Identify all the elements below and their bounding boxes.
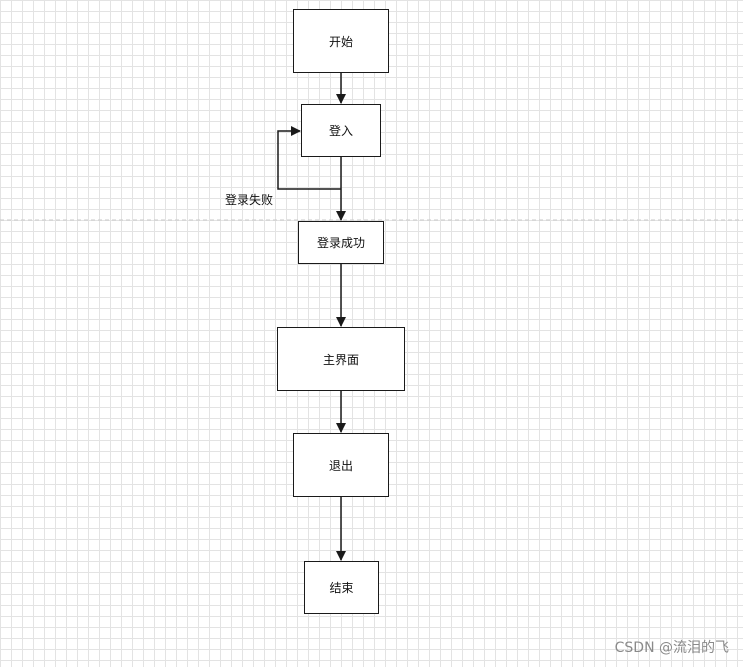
node-logout: 退出 [293,433,389,497]
node-main-screen: 主界面 [277,327,405,391]
node-end: 结束 [304,561,379,614]
node-logout-label: 退出 [328,458,353,473]
node-main-screen-label: 主界面 [322,352,359,367]
node-login-success: 登录成功 [298,221,384,264]
edge-label-login-failed: 登录失败 [225,193,274,207]
node-login-label: 登入 [328,124,353,138]
edge-login-failed-loop [277,126,341,190]
node-start: 开始 [293,9,389,73]
node-login: 登入 [301,104,381,157]
node-end-label: 结束 [329,581,354,595]
watermark-text: CSDN @流泪的飞 [614,640,729,656]
node-start-label: 开始 [328,34,353,49]
node-login-success-label: 登录成功 [316,236,365,250]
